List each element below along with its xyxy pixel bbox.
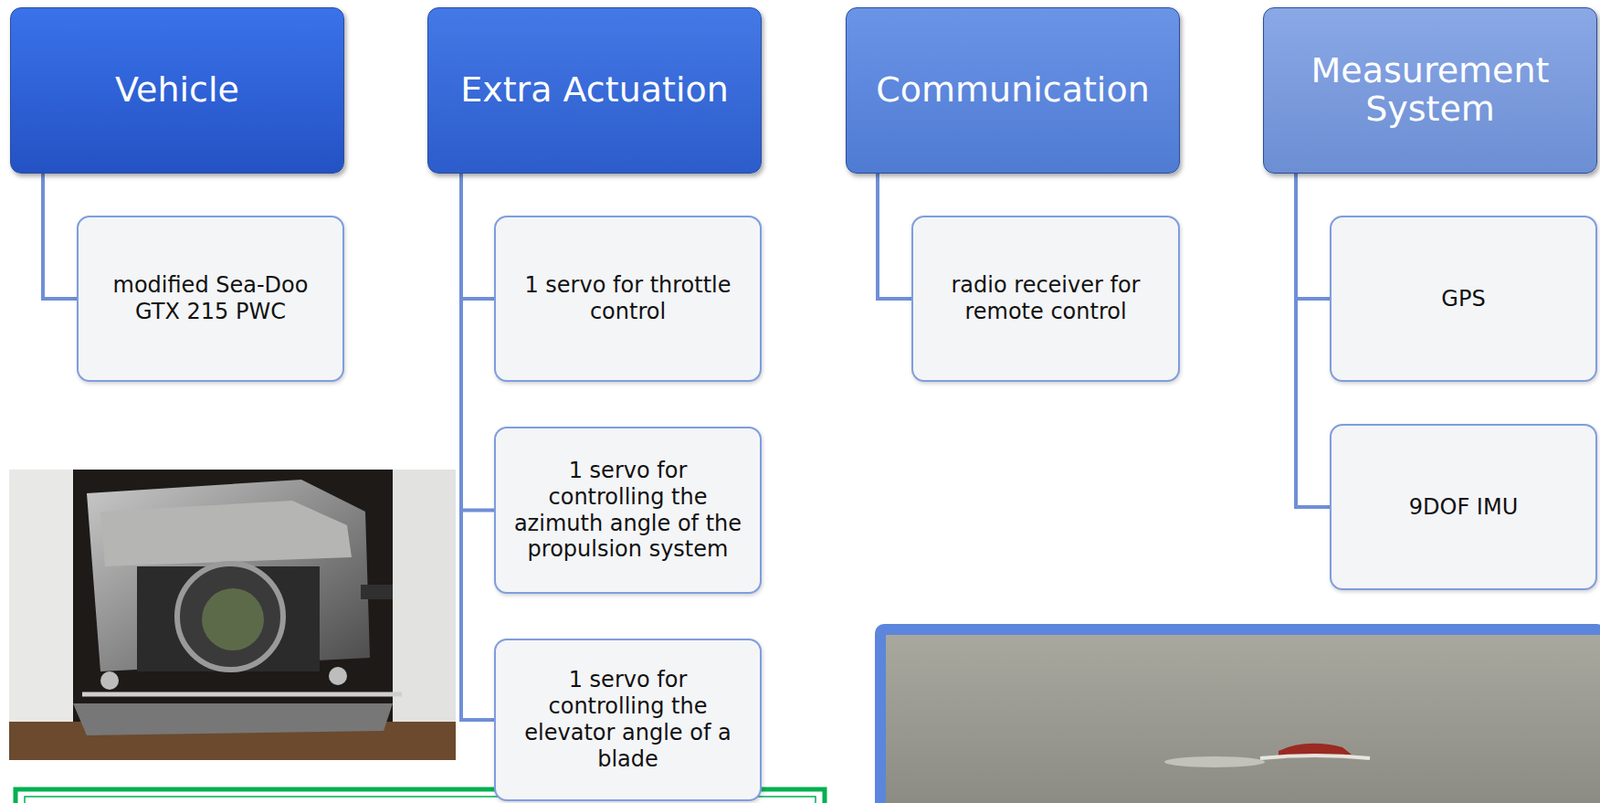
- header-text: Communication: [875, 71, 1150, 110]
- item-box: 1 servo for throttle control: [494, 215, 762, 382]
- item-box: modified Sea-Doo GTX 215 PWC: [76, 215, 345, 382]
- item-text: 1 servo for controlling the azimuth angl…: [508, 457, 748, 563]
- category-header: Extra Actuation: [427, 7, 762, 174]
- item-text: 1 servo for controlling the elevator ang…: [508, 666, 748, 772]
- item-box: 1 servo for controlling the elevator ang…: [494, 638, 762, 801]
- tree-connector: [461, 173, 495, 511]
- category-header: Communication: [845, 7, 1180, 174]
- item-text: 1 servo for throttle control: [508, 272, 748, 326]
- tree-connector: [1295, 173, 1330, 299]
- item-text: GPS: [1441, 285, 1485, 313]
- video-frame: [874, 623, 1600, 803]
- item-box: GPS: [1329, 215, 1598, 382]
- header-text: Vehicle: [115, 71, 240, 110]
- tree-connector: [42, 173, 77, 299]
- header-text: Measurement System: [1276, 52, 1584, 129]
- category-header: Measurement System: [1263, 7, 1598, 174]
- tree-connector: [461, 173, 495, 720]
- jet-pump-photo: [9, 469, 456, 760]
- item-box: radio receiver for remote control: [911, 215, 1180, 382]
- item-text: 9DOF IMU: [1409, 494, 1518, 521]
- item-box: 1 servo for controlling the azimuth angl…: [494, 426, 762, 594]
- header-text: Extra Actuation: [460, 71, 729, 110]
- item-box: 9DOF IMU: [1329, 423, 1598, 590]
- tree-connector: [877, 173, 912, 299]
- tree-connector: [461, 173, 495, 299]
- category-header: Vehicle: [10, 7, 345, 174]
- tree-connector: [1295, 173, 1330, 507]
- item-text: radio receiver for remote control: [926, 272, 1166, 326]
- item-text: modified Sea-Doo GTX 215 PWC: [91, 272, 330, 326]
